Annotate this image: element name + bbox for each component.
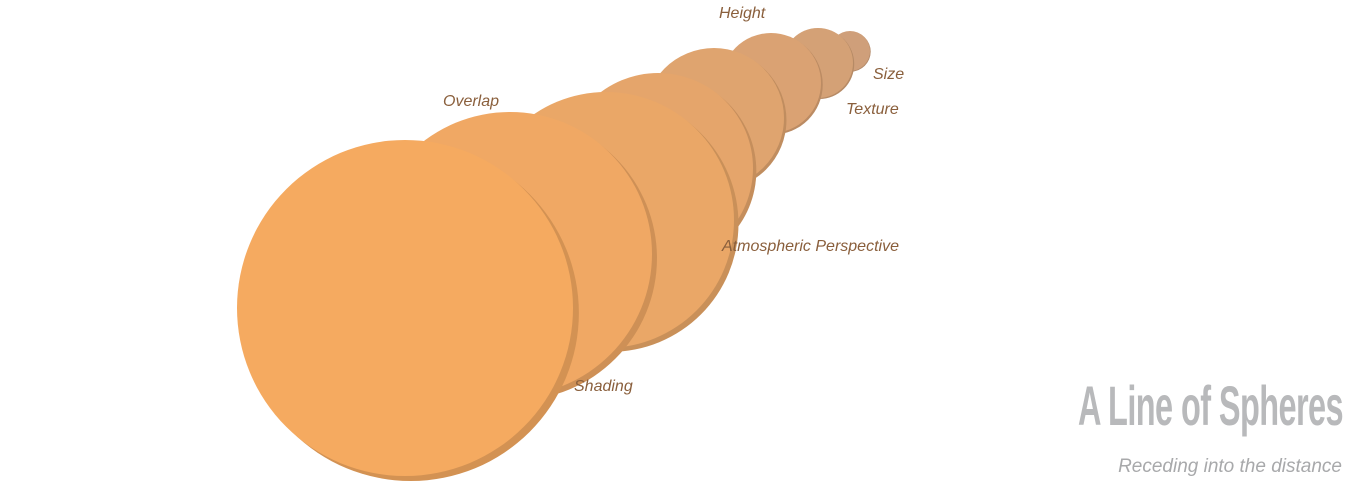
sphere-face	[237, 140, 573, 476]
label-size: Size	[873, 66, 905, 83]
diagram-subtitle: Receding into the distance	[1118, 456, 1342, 477]
label-shading: Shading	[574, 378, 633, 395]
label-texture: Texture	[846, 101, 899, 118]
label-overlap: Overlap	[443, 93, 500, 110]
diagram-title: A Line of Spheres	[1077, 374, 1344, 437]
sphere-8	[237, 140, 579, 482]
label-atmospheric-perspective: Atmospheric Perspective	[722, 238, 899, 255]
label-height: Height	[719, 5, 766, 22]
